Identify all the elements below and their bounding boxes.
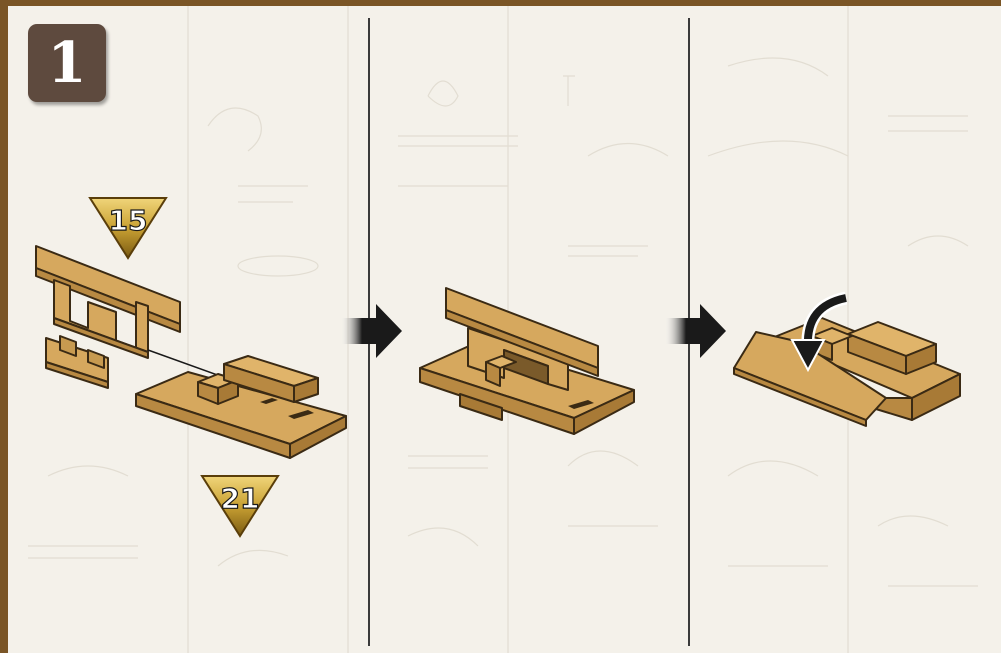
part-21-badge: 21 xyxy=(202,476,278,536)
part-15-label: 15 xyxy=(109,204,148,237)
illustration-layer: 15 21 xyxy=(8,6,1001,653)
part-15-badge: 15 xyxy=(90,198,166,258)
flipped-piece-step-3 xyxy=(734,318,960,426)
part-21-label: 21 xyxy=(221,482,260,515)
part-21-piece xyxy=(136,356,346,458)
next-step-arrow-icon xyxy=(340,304,402,358)
instruction-panel: 1 xyxy=(8,6,1001,653)
part-15-piece xyxy=(36,246,180,388)
next-step-arrow-icon xyxy=(664,304,726,358)
assembled-piece-step-2 xyxy=(420,288,634,434)
